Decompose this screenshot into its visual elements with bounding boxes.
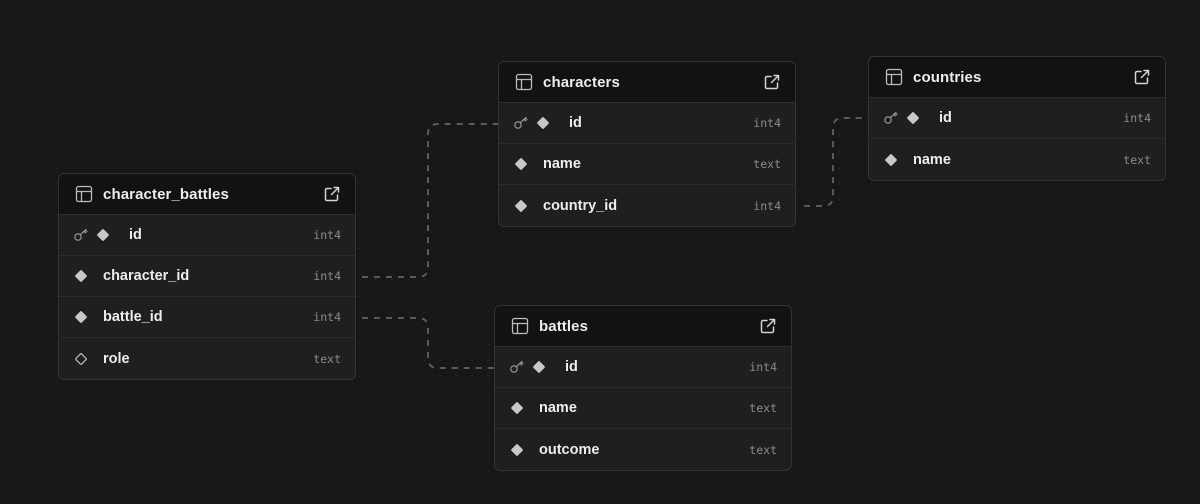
filled-diamond-icon [509, 442, 525, 458]
column-name: name [543, 156, 581, 172]
column-row-name[interactable]: name text [499, 144, 795, 185]
column-type: int4 [313, 269, 341, 283]
filled-diamond-icon [883, 152, 899, 168]
table-icon [885, 68, 903, 86]
column-row-id[interactable]: id int4 [495, 347, 791, 388]
column-type: int4 [313, 310, 341, 324]
table-header: battles [495, 306, 791, 347]
key-icon [513, 115, 535, 131]
external-link-icon[interactable] [759, 317, 777, 335]
column-name: name [539, 400, 577, 416]
table-node-character-battles[interactable]: character_battles id int4 character_id i… [58, 173, 356, 380]
filled-diamond-icon [509, 400, 525, 416]
column-name: id [939, 110, 952, 126]
column-type: int4 [753, 116, 781, 130]
column-type: int4 [1123, 111, 1151, 125]
column-name: role [103, 350, 130, 367]
edge-country-to-countries [804, 117, 868, 207]
column-row-country-id[interactable]: country_id int4 [499, 185, 795, 226]
column-name: id [129, 227, 142, 243]
filled-diamond-icon [95, 227, 111, 243]
filled-diamond-icon [531, 359, 547, 375]
column-type: text [749, 442, 777, 457]
filled-diamond-icon [513, 198, 529, 214]
table-icon [75, 185, 93, 203]
column-row-id[interactable]: id int4 [869, 98, 1165, 139]
column-type: text [753, 157, 781, 171]
filled-diamond-icon [905, 110, 921, 126]
edge-character-to-characters [362, 123, 498, 278]
column-type: int4 [749, 360, 777, 374]
column-name: id [569, 115, 582, 131]
column-row-id[interactable]: id int4 [59, 215, 355, 256]
column-row-character-id[interactable]: character_id int4 [59, 256, 355, 297]
hollow-diamond-icon [73, 351, 89, 367]
external-link-icon[interactable] [323, 185, 341, 203]
column-type: text [313, 351, 341, 366]
key-icon [509, 359, 531, 375]
column-name: country_id [543, 197, 618, 214]
column-name: battle_id [103, 309, 163, 325]
column-row-name[interactable]: name text [495, 388, 791, 429]
table-icon [511, 317, 529, 335]
filled-diamond-icon [535, 115, 551, 131]
column-name: name [913, 151, 951, 168]
filled-diamond-icon [73, 268, 89, 284]
column-row-role[interactable]: role text [59, 338, 355, 379]
external-link-icon[interactable] [763, 73, 781, 91]
column-row-name[interactable]: name text [869, 139, 1165, 180]
filled-diamond-icon [73, 309, 89, 325]
column-type: text [1123, 152, 1151, 167]
table-title: countries [913, 68, 982, 86]
table-header: character_battles [59, 174, 355, 215]
column-name: character_id [103, 268, 190, 284]
table-node-characters[interactable]: characters id int4 name text [498, 61, 796, 227]
external-link-icon[interactable] [1133, 68, 1151, 86]
column-type: int4 [313, 228, 341, 242]
table-title: battles [539, 317, 589, 335]
table-title: characters [543, 73, 620, 91]
column-row-battle-id[interactable]: battle_id int4 [59, 297, 355, 338]
column-row-outcome[interactable]: outcome text [495, 429, 791, 470]
table-header: countries [869, 57, 1165, 98]
key-icon [73, 227, 95, 243]
column-name: outcome [539, 441, 600, 458]
column-name: id [565, 359, 578, 375]
table-icon [515, 73, 533, 91]
key-icon [883, 110, 905, 126]
table-header: characters [499, 62, 795, 103]
filled-diamond-icon [513, 156, 529, 172]
edge-battle-to-battles [362, 317, 494, 369]
column-type: text [749, 401, 777, 415]
table-node-battles[interactable]: battles id int4 name text [494, 305, 792, 471]
table-title: character_battles [103, 185, 229, 203]
column-row-id[interactable]: id int4 [499, 103, 795, 144]
column-type: int4 [753, 198, 781, 213]
table-node-countries[interactable]: countries id int4 name text [868, 56, 1166, 181]
